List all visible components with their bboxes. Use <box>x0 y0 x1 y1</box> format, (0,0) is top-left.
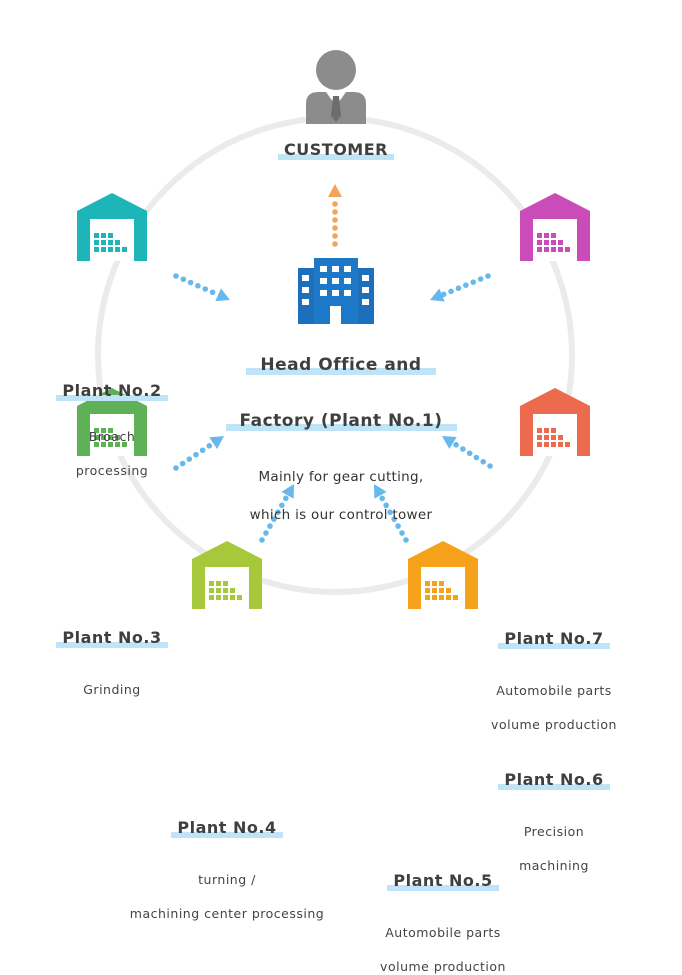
plant2-name: Plant No.2 <box>62 381 162 400</box>
plant4-factory-icon <box>192 541 262 609</box>
arrow-hq-to-customer <box>328 184 342 247</box>
arrow-plant6-to-hq <box>442 436 493 469</box>
customer-label-text: CUSTOMER <box>284 140 388 159</box>
plant6-name: Plant No.6 <box>504 770 604 789</box>
plant4-desc-line1: turning / <box>198 872 256 887</box>
plant7-name: Plant No.7 <box>504 629 604 648</box>
head-office-desc-line1: Mainly for gear cutting, <box>258 469 424 485</box>
plant2-desc-line1: Broach <box>88 429 136 444</box>
plant3-name: Plant No.3 <box>62 628 162 647</box>
plant6-factory-icon <box>520 388 590 456</box>
arrow-plant3-to-hq <box>173 436 224 471</box>
plant3-desc-line1: Grinding <box>83 682 141 697</box>
plant5-desc-line1: Automobile parts <box>385 925 501 940</box>
arrow-plant5-to-hq <box>374 484 409 543</box>
plant2-factory-icon <box>77 193 147 261</box>
arrow-plant2-to-hq <box>173 273 230 302</box>
plant6-desc-line2: machining <box>519 858 589 873</box>
plant7-desc-line1: Automobile parts <box>496 683 612 698</box>
plant4-desc-line2: machining center processing <box>129 906 325 921</box>
flow-diagram <box>77 50 590 609</box>
head-office-title-line2: Factory (Plant No.1) <box>239 411 443 431</box>
plant5-factory-icon <box>408 541 478 609</box>
arrow-plant4-to-hq <box>259 484 294 543</box>
head-office-title-line1: Head Office and <box>260 355 422 375</box>
plant4-name: Plant No.4 <box>177 818 277 837</box>
plant2-desc-line2: processing <box>75 463 149 478</box>
plant3-factory-icon <box>77 388 147 456</box>
plant5-desc-line2: volume production <box>380 959 506 974</box>
head-office-building-icon <box>298 258 374 324</box>
head-office-desc-line2: which is our control tower <box>249 507 433 523</box>
customer-label: CUSTOMER <box>256 140 416 159</box>
arrow-plant7-to-hq <box>430 273 491 302</box>
plant7-desc-line2: volume production <box>491 717 617 732</box>
plant7-factory-icon <box>520 193 590 261</box>
customer-person-icon <box>306 50 366 124</box>
plant6-desc-line1: Precision <box>523 824 585 839</box>
